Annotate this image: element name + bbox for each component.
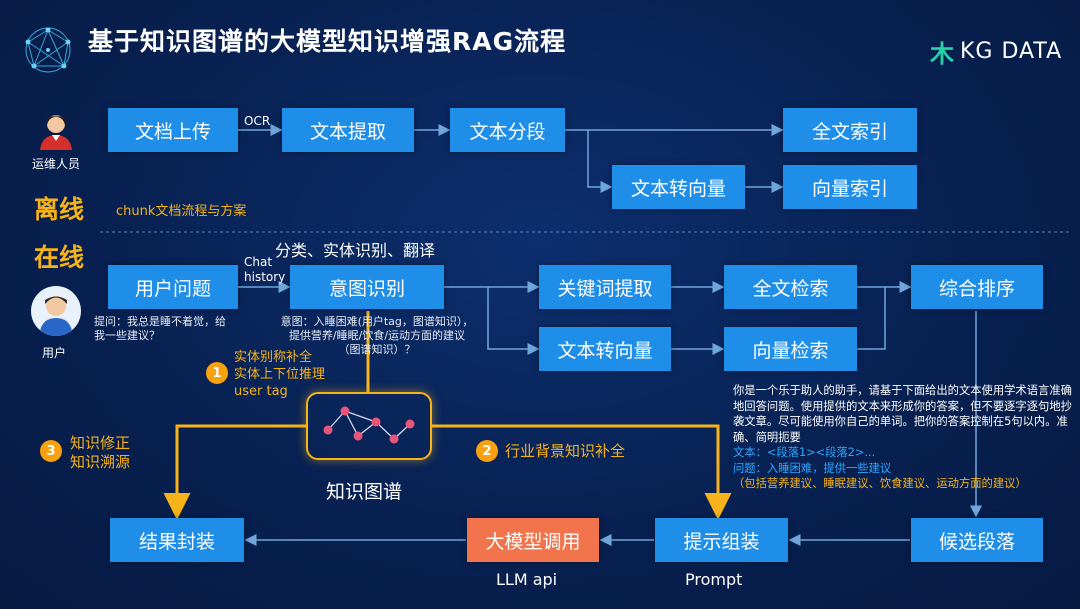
- ranking-box: 综合排序: [911, 265, 1043, 309]
- question-example: 提问：我总是睡不着觉，给 我一些建议？: [94, 315, 226, 342]
- prompt-detail-line: （包括营养建议、睡眠建议、饮食建议、运动方面的建议）: [733, 477, 1027, 490]
- step1-badge: 1: [206, 362, 228, 384]
- llm-call-box: 大模型调用: [467, 518, 599, 562]
- extract-box: 文本提取: [282, 108, 414, 152]
- kg-label: 知识图谱: [326, 481, 403, 503]
- user-label: 用户: [42, 346, 67, 360]
- ops-label: 运维人员: [32, 157, 81, 171]
- ocr-label: OCR: [244, 114, 271, 128]
- chat-history-label: Chat history: [244, 255, 286, 284]
- offline-vector-box: 文本转向量: [612, 165, 745, 209]
- online-vector-box: 文本转向量: [539, 327, 671, 371]
- step2-badge: 2: [476, 440, 498, 462]
- vector-search-box: 向量检索: [724, 327, 857, 371]
- result-box: 结果封装: [110, 518, 244, 562]
- step2-text: 行业背景知识补全: [505, 442, 626, 460]
- step1-text: 实体别称补全 实体上下位推理 user tag: [234, 350, 326, 399]
- intent-example: 意图：入睡困难(用户tag，图谱知识）， 提供营养/睡眠/饮食/运动方面的建议 …: [280, 315, 474, 356]
- user-question-box: 用户问题: [108, 265, 238, 309]
- intent-top-label: 分类、实体识别、翻译: [275, 241, 436, 260]
- intent-box: 意图识别: [290, 265, 444, 309]
- network-logo-icon: [18, 22, 78, 78]
- ops-avatar-icon: [36, 110, 76, 150]
- kgdata-logo-icon: ⽊: [930, 40, 954, 68]
- prompt-text-block: 你是一个乐于助人的助手，请基于下面给出的文本使用学术语言准确地回答问题。使用提供…: [733, 383, 1073, 492]
- prompt-label: Prompt: [685, 570, 743, 589]
- kg-graph-icon: [306, 392, 432, 460]
- prompt-question-line: 问题：入睡困难，提供一些建议: [733, 461, 892, 475]
- prompt-assembly-box: 提示组装: [655, 518, 788, 562]
- candidates-box: 候选段落: [911, 518, 1043, 562]
- keyword-box: 关键词提取: [539, 265, 671, 309]
- segment-box: 文本分段: [450, 108, 565, 152]
- page-title: 基于知识图谱的大模型知识增强RAG流程: [88, 27, 567, 56]
- llm-api-label: LLM api: [496, 570, 558, 589]
- chunk-note: chunk文档流程与方案: [116, 204, 247, 219]
- online-section-label: 在线: [34, 243, 85, 272]
- step3-badge: 3: [40, 440, 62, 462]
- offline-section-label: 离线: [34, 195, 85, 224]
- vector-index-box: 向量索引: [783, 165, 917, 209]
- prompt-intro: 你是一个乐于助人的助手，请基于下面给出的文本使用学术语言准确地回答问题。使用提供…: [733, 384, 1072, 444]
- fulltext-search-box: 全文检索: [724, 265, 857, 309]
- fulltext-index-box: 全文索引: [783, 108, 917, 152]
- kgdata-logo: ⽊ KG DATA: [930, 34, 1062, 69]
- step3-text: 知识修正 知识溯源: [70, 434, 131, 471]
- kgdata-logo-text: KG DATA: [960, 39, 1063, 64]
- upload-box: 文档上传: [108, 108, 238, 152]
- user-avatar-icon: [30, 285, 82, 337]
- prompt-text-line: 文本：<段落1><段落2>...: [733, 446, 876, 459]
